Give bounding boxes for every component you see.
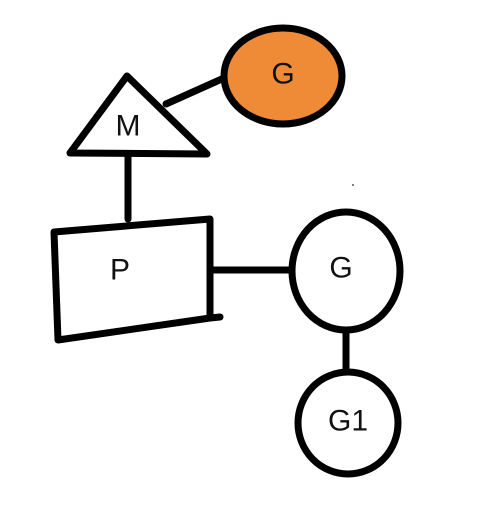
- g1-label: G1: [328, 405, 368, 438]
- m-node: M: [66, 72, 211, 158]
- g-queued-label: G: [329, 252, 352, 285]
- g-running-node: G: [220, 24, 346, 128]
- p-quad-shape: [50, 215, 214, 344]
- g1-node: G1: [294, 368, 402, 478]
- p-node-label: P: [110, 254, 130, 287]
- g-running-label: G: [271, 58, 294, 91]
- p-node: P: [50, 215, 224, 344]
- speck-dot: [352, 184, 354, 186]
- edge-m-to-g: [162, 74, 228, 108]
- g-queued-node: G: [288, 208, 404, 334]
- g1-circle: [294, 368, 402, 478]
- g-running-ellipse: [220, 24, 346, 128]
- g-queued-circle: [288, 208, 404, 334]
- m-triangle-shape: [66, 72, 211, 158]
- p-quad-tick: [206, 313, 224, 322]
- m-node-label: M: [116, 110, 141, 143]
